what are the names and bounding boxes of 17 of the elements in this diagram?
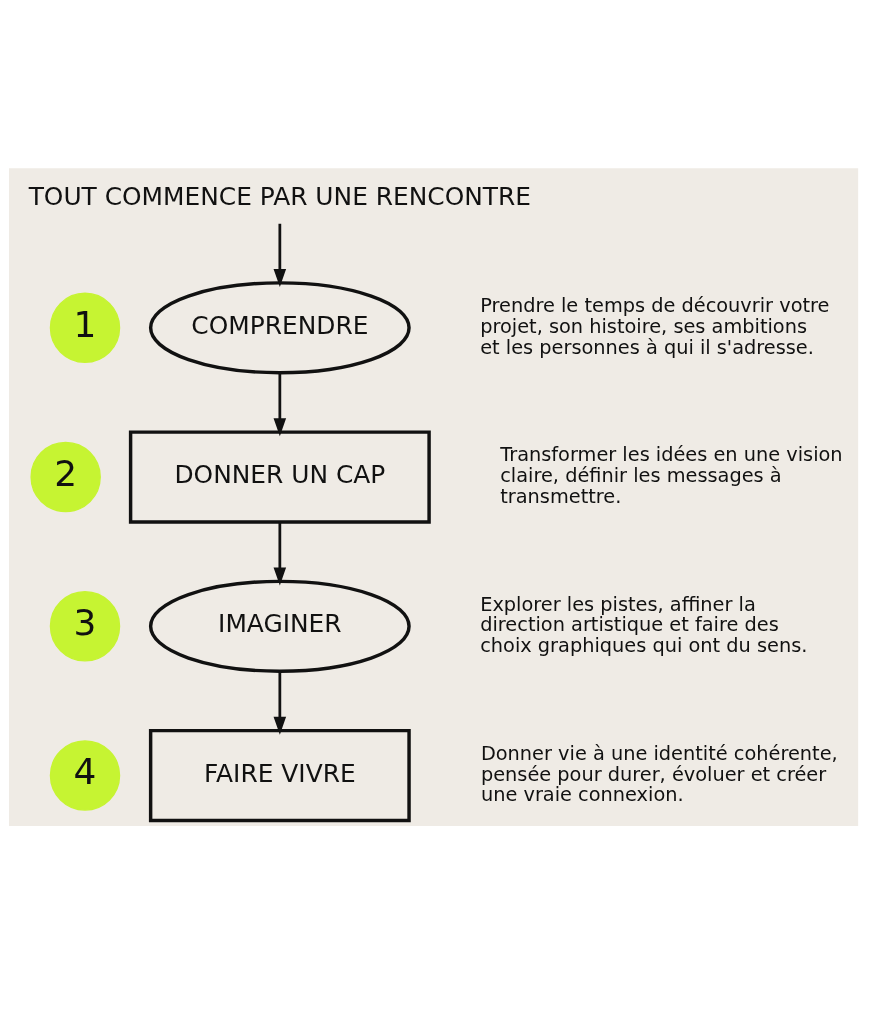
node-label: Donner vie à une identité cohérente, pensée pour durer, évoluer et créer une vraie connexion. xyxy=(480,741,838,807)
node-circle: 2 xyxy=(29,441,101,513)
node-text: TOUT COMMENCE PAR UNE RENCONTRE xyxy=(28,181,531,211)
node-circle: 1 xyxy=(49,292,120,364)
arrow xyxy=(273,223,286,287)
arrow xyxy=(273,522,286,586)
node-ellipse: COMPRENDRE xyxy=(148,281,411,375)
node-circle: 4 xyxy=(49,740,120,811)
arrow xyxy=(273,372,286,437)
node-label: Transformer les idées en une vision claire, définir les messages à transmettre. xyxy=(499,443,843,508)
node-box: DONNER UN CAP xyxy=(128,430,431,524)
node-label: Prendre le temps de découvrir votre projet, son histoire, ses ambitions et les personnes à qui il s'adresse. xyxy=(479,294,829,359)
node-ellipse: IMAGINER xyxy=(148,579,411,673)
node-circle: 3 xyxy=(49,591,120,662)
arrow xyxy=(273,671,286,735)
node-label: Explorer les pistes, affiner la direction artistique et faire des choix graphiques qui ont du sens. xyxy=(479,592,807,658)
node-box: FAIRE VIVRE xyxy=(148,728,411,823)
